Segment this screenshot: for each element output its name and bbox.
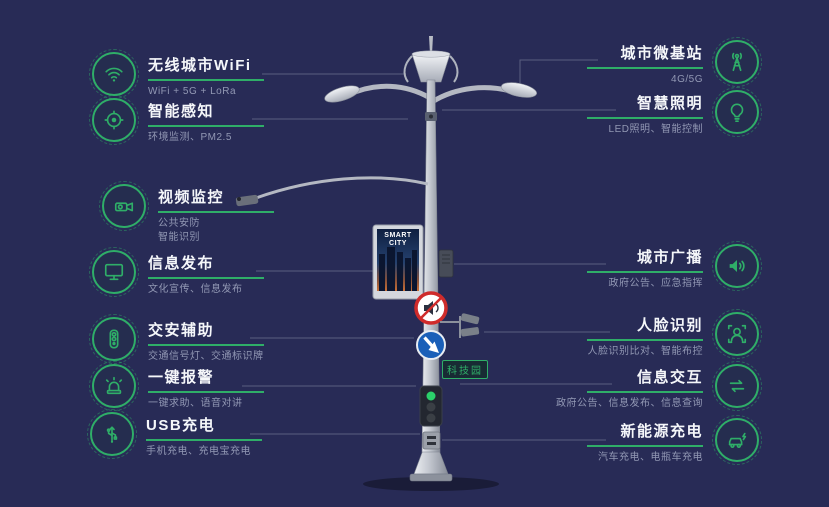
feature-item-perception: 智能感知 环境监测、PM2.5 [89,95,264,145]
title-underline [146,439,262,441]
feature-title: 智慧照明 [636,95,703,112]
title-underline [148,79,264,81]
title-underline [148,277,264,279]
title-underline [587,339,703,341]
usb-charging-port [422,431,441,450]
feature-subtitle: 4G/5G [671,74,703,85]
camera-icon [99,181,149,231]
base-station-icon [712,37,762,87]
feature-item-face-recognition: 人脸识别 人脸识别比对、智能布控 [553,309,762,359]
alarm-icon [89,361,139,411]
pole-sensor [425,112,437,121]
no-horn-sign [414,291,448,325]
traffic-light-box [419,385,443,427]
interaction-icon [712,361,762,411]
feature-item-lighting: 智慧照明 LED照明、智能控制 [553,87,762,137]
feature-subtitle: 交通信号灯、交通标识牌 [148,351,264,362]
feature-item-info-release: 信息发布 文化宣传、信息发布 [89,247,264,297]
title-underline [587,391,703,393]
wifi-icon [89,49,139,99]
feature-item-base-station: 城市微基站 4G/5G [553,37,762,87]
feature-title: 城市微基站 [620,45,703,62]
feature-title: 信息交互 [636,369,703,386]
feature-title: 新能源充电 [620,423,703,440]
title-underline [148,391,264,393]
feature-item-alarm: 一键报警 一键求助、语音对讲 [89,361,264,411]
perception-icon [89,95,139,145]
feature-title: 智能感知 [148,103,215,120]
camera-arm [235,176,429,207]
feature-subtitle: 政府公告、信息发布、信息查询 [556,398,703,409]
broadcast-box [438,249,454,278]
display-screen [372,224,424,300]
top-lamp [403,36,459,83]
ev-charging-icon [712,415,762,465]
feature-subtitle: 手机充电、充电宝充电 [146,446,251,457]
feature-subtitle: 文化宣传、信息发布 [148,284,243,295]
title-underline [587,271,703,273]
title-underline [148,344,264,346]
display-icon [89,247,139,297]
feature-title: 一键报警 [148,369,215,386]
feature-item-traffic-aid: 交安辅助 交通信号灯、交通标识牌 [89,314,264,364]
title-underline [587,117,703,119]
feature-title: 视频监控 [158,189,225,206]
bulb-icon [712,87,762,137]
title-underline [587,67,703,69]
pole-base [363,449,499,491]
feature-subtitle: 一键求助、语音对讲 [148,398,243,409]
title-underline [158,211,274,213]
feature-subtitle: 环境监测、PM2.5 [148,132,232,143]
feature-subtitle: 智能识别 [158,232,200,243]
speaker-icon [712,241,762,291]
feature-subtitle: 汽车充电、电瓶车充电 [598,452,703,463]
feature-title: 城市广播 [636,249,703,266]
feature-subtitle: 公共安防 [158,218,200,229]
left-lamp-arm [324,83,432,103]
right-lamp-arm [430,82,537,105]
feature-subtitle: 人脸识别比对、智能布控 [587,346,703,357]
feature-item-ev-charging: 新能源充电 汽车充电、电瓶车充电 [553,415,762,465]
feature-subtitle: WiFi + 5G + LoRa [148,86,237,97]
traffic-light-icon [89,314,139,364]
feature-subtitle: LED照明、智能控制 [608,124,703,135]
tech-park-tag: 科技园 [442,360,488,379]
connector-lines [242,59,616,441]
usb-icon [87,409,137,459]
direction-sign [416,330,446,360]
feature-item-broadcast: 城市广播 政府公告、应急指挥 [553,241,762,291]
feature-title: 信息发布 [148,255,215,272]
feature-subtitle: 政府公告、应急指挥 [608,278,703,289]
feature-item-wifi: 无线城市WiFi WiFi + 5G + LoRa [89,49,264,99]
feature-title: 人脸识别 [636,317,703,334]
feature-title: USB充电 [146,417,216,434]
face-icon [712,309,762,359]
title-underline [148,125,264,127]
feature-item-interaction: 信息交互 政府公告、信息发布、信息查询 [553,361,762,411]
title-underline [587,445,703,447]
feature-item-usb: USB充电 手机充电、充电宝充电 [87,409,262,459]
feature-title: 无线城市WiFi [148,57,252,74]
surveillance-cameras [440,313,480,338]
screen-title: SMART CITY [384,232,412,247]
feature-item-video: 视频监控 公共安防 智能识别 [99,181,274,245]
feature-title: 交安辅助 [148,322,215,339]
